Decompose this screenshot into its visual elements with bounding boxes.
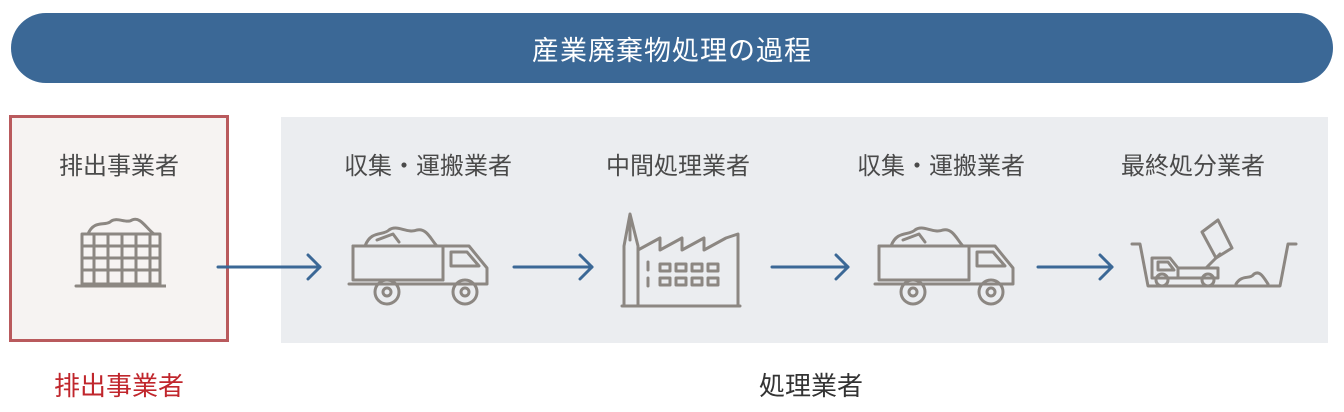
- waste-container-icon: [74, 217, 166, 288]
- diagram-title-banner: 産業廃棄物処理の過程: [11, 13, 1333, 83]
- dump-truck-icon: [873, 226, 1015, 306]
- group-label-emitter: 排出事業者: [53, 372, 185, 402]
- processor-panel: [281, 117, 1328, 343]
- flow-arrow: [770, 253, 850, 281]
- flow-arrow: [216, 253, 322, 281]
- stage-label-collection-2: 収集・運搬業者: [857, 152, 1025, 180]
- group-label-processor: 処理業者: [758, 372, 864, 402]
- factory-icon: [620, 212, 742, 308]
- flow-arrow: [1036, 253, 1114, 281]
- stage-label-collection-1: 収集・運搬業者: [344, 152, 512, 180]
- dump-truck-icon: [347, 226, 489, 306]
- flow-arrow: [512, 253, 594, 281]
- emitter-box: [9, 115, 229, 342]
- stage-label-emitter: 排出事業者: [59, 152, 179, 180]
- landfill-dump-icon: [1130, 218, 1298, 288]
- stage-label-intermediate: 中間処理業者: [606, 152, 750, 180]
- stage-label-final: 最終処分業者: [1121, 152, 1265, 180]
- diagram-title: 産業廃棄物処理の過程: [532, 35, 812, 67]
